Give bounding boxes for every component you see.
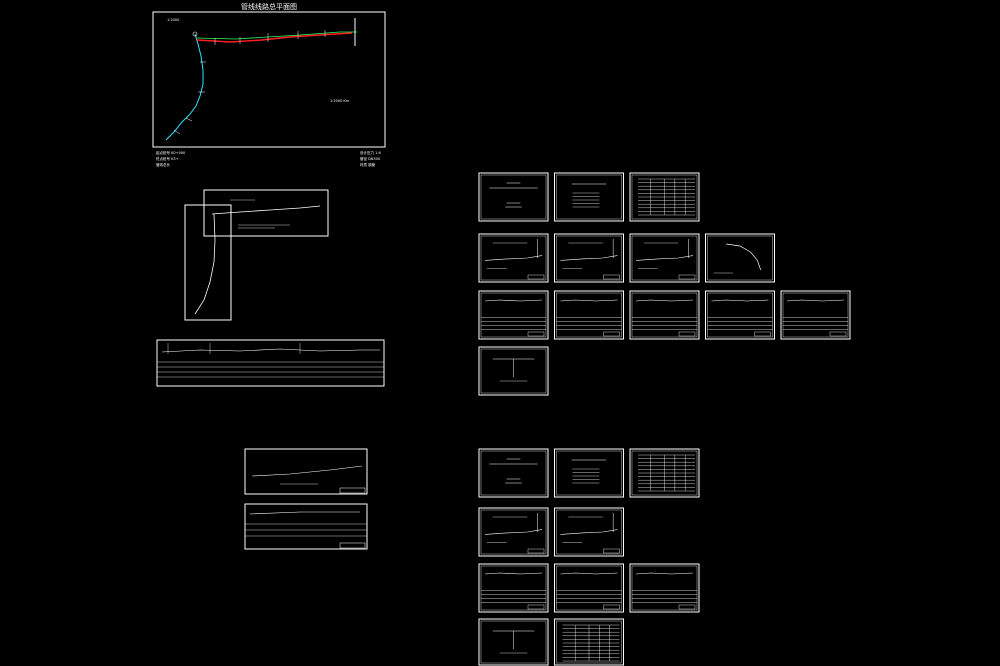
sheet-thumbnail-detail[interactable] xyxy=(478,618,549,666)
sheet-thumbnail-detail[interactable] xyxy=(478,346,549,396)
sheet-thumbnail-profile[interactable] xyxy=(629,563,700,613)
svg-text:材质 钢管: 材质 钢管 xyxy=(360,162,376,167)
sheet-thumbnail-plan[interactable] xyxy=(629,233,700,283)
svg-text:终点桩号 K3+: 终点桩号 K3+ xyxy=(156,156,179,161)
lower-left-plan-sheet xyxy=(244,448,368,495)
main-plan-sheet: 管线线路总平面图 1:2000 1:2000 Km 起点桩号 K0+000 终点… xyxy=(152,2,386,167)
main-plan-title: 管线线路总平面图 xyxy=(241,2,297,11)
sheet-thumbnail-notes[interactable] xyxy=(554,448,624,498)
sheet-thumbnail-profile[interactable] xyxy=(554,290,624,340)
sheet-thumbnail-plan[interactable] xyxy=(478,507,549,557)
l-plan-frame-horizontal xyxy=(203,189,329,237)
svg-text:设计压力 1.6: 设计压力 1.6 xyxy=(360,150,381,155)
sheet-thumbnail-notes[interactable] xyxy=(554,172,624,222)
long-profile-sheet xyxy=(156,339,385,387)
route-start-marker xyxy=(192,31,198,37)
main-plan-notes-left: 起点桩号 K0+000 终点桩号 K3+ 管线总长 xyxy=(156,150,185,167)
sheet-thumbnail-profile[interactable] xyxy=(554,563,624,613)
sheet-thumbnail-profile[interactable] xyxy=(629,290,700,340)
sheet-thumbnail-table[interactable] xyxy=(629,448,700,498)
sheet-thumbnail-profile[interactable] xyxy=(780,290,851,340)
l-plan-frame-vertical xyxy=(184,204,232,321)
sheet-thumbnail-cover[interactable] xyxy=(478,172,549,222)
sheet-thumbnail-curve[interactable] xyxy=(705,233,775,283)
sheet-thumbnail-plan[interactable] xyxy=(554,233,624,283)
long-profile-frame xyxy=(156,339,385,387)
sheet-set-upper xyxy=(478,172,851,396)
lower-left-profile-sheet xyxy=(244,503,368,550)
main-route-red xyxy=(196,32,353,43)
sheet-thumbnail-profile[interactable] xyxy=(478,290,549,340)
main-plan-frame xyxy=(152,11,386,148)
main-plan-label: 1:2000 xyxy=(167,18,179,22)
main-route-green xyxy=(196,31,357,40)
sheet-thumbnail-plan[interactable] xyxy=(554,507,624,557)
main-plan-scale-note: 1:2000 Km xyxy=(330,99,350,103)
sheet-thumbnail-plan[interactable] xyxy=(478,233,549,283)
sheet-set-lower xyxy=(478,448,700,666)
svg-text:管线总长: 管线总长 xyxy=(156,162,170,167)
l-plan-sheet xyxy=(184,189,329,321)
sheet-thumbnail-profile[interactable] xyxy=(478,563,549,613)
sheet-thumbnail-profile[interactable] xyxy=(705,290,775,340)
sheet-thumbnail-cover[interactable] xyxy=(478,448,549,498)
svg-text:起点桩号 K0+000: 起点桩号 K0+000 xyxy=(156,150,185,155)
main-route-cyan xyxy=(165,33,204,141)
route-ticks xyxy=(173,30,326,135)
main-plan-notes-right: 设计压力 1.6 管径 DN300 材质 钢管 xyxy=(360,150,381,167)
sheet-thumbnail-table[interactable] xyxy=(554,618,624,666)
svg-text:管径 DN300: 管径 DN300 xyxy=(360,156,380,161)
sheet-thumbnail-table[interactable] xyxy=(629,172,700,222)
